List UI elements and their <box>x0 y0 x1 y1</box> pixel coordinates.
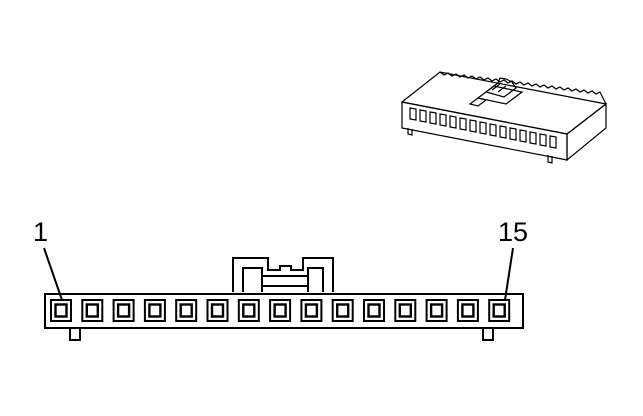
cavity-inner <box>179 303 193 318</box>
connector-latch <box>232 257 334 292</box>
terminal-cavity <box>81 299 104 322</box>
terminal-cavity <box>394 299 417 322</box>
terminal-cavity <box>206 299 229 322</box>
cavity-inner <box>367 303 381 318</box>
terminal-cavity <box>175 299 198 322</box>
terminal-cavity <box>112 299 135 322</box>
connector-perspective-view <box>400 71 608 164</box>
leader-line-last <box>504 247 514 301</box>
perspective-latch <box>468 77 524 107</box>
terminal-cavity <box>269 299 292 322</box>
cavity-inner <box>492 303 506 318</box>
terminal-cavity <box>425 299 448 322</box>
cavity-inner <box>242 303 256 318</box>
pin-label-first-group: 1 <box>33 217 63 301</box>
terminal-cavity <box>456 299 479 322</box>
terminal-cavity <box>143 299 166 322</box>
connector-front-view <box>44 257 524 341</box>
cavity-inner <box>304 303 319 318</box>
cavity-inner <box>273 303 287 318</box>
cavity-inner <box>116 303 131 318</box>
cavity-inner <box>54 303 68 318</box>
cavity-inner <box>85 303 100 318</box>
cavity-inner <box>210 303 225 318</box>
terminal-cavity <box>363 299 385 322</box>
cavity-inner <box>429 303 444 318</box>
right-peg <box>482 328 494 341</box>
pin-label-last: 15 <box>498 217 528 247</box>
leader-line-first <box>43 247 63 301</box>
left-peg <box>69 328 81 341</box>
pin-label-last-group: 15 <box>498 217 528 301</box>
terminal-cavity <box>237 299 260 322</box>
terminal-cavity <box>488 299 511 322</box>
terminal-cavities <box>50 299 511 322</box>
cavity-inner <box>461 303 475 318</box>
terminal-cavity <box>300 299 323 322</box>
cavity-inner <box>148 303 162 318</box>
cavity-inner <box>336 303 350 318</box>
perspective-cavities <box>409 107 557 149</box>
terminal-cavity <box>50 299 72 322</box>
cavity-inner <box>398 303 412 318</box>
pin-label-first: 1 <box>33 217 48 247</box>
terminal-cavity <box>331 299 354 322</box>
